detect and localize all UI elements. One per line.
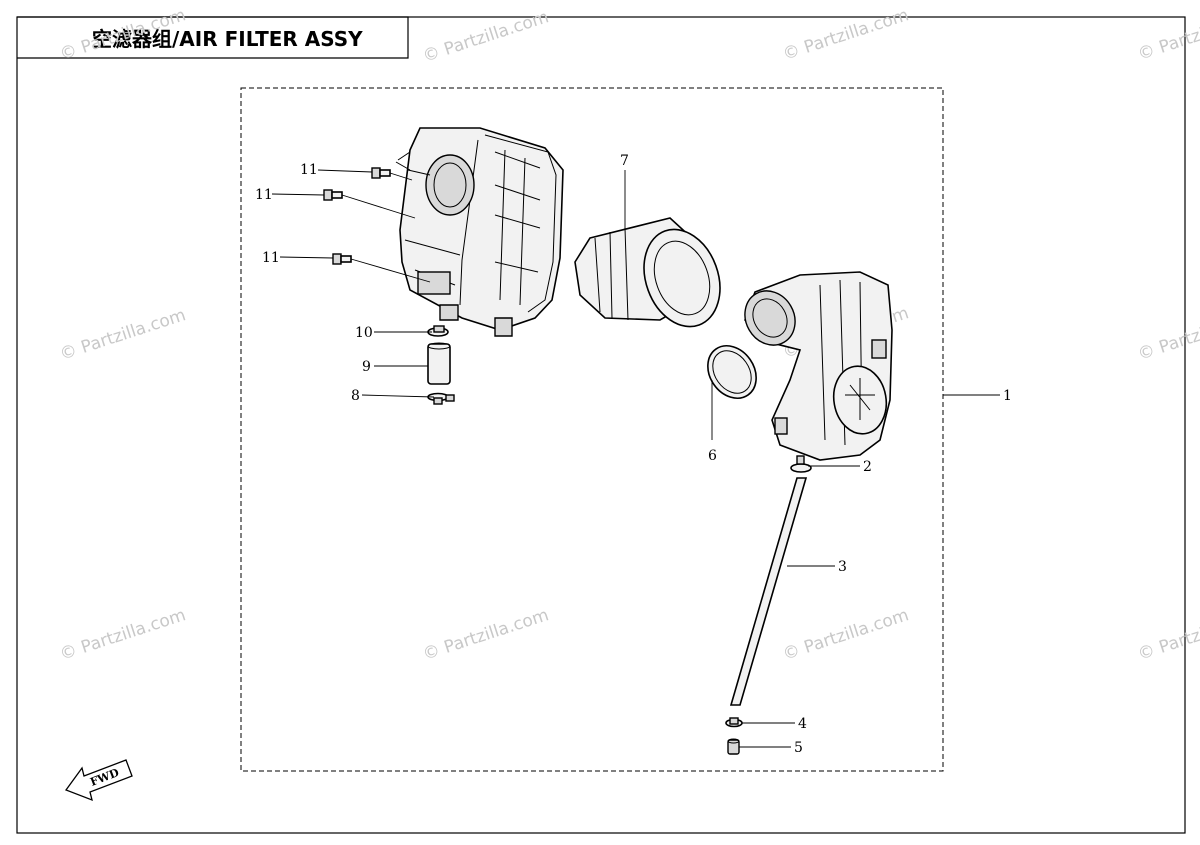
title-box: 空滤器组/AIR FILTER ASSY [17,16,409,59]
watermark: © Partzilla.com [1135,5,1200,65]
airbox-housing [744,271,893,461]
watermark: © Partzilla.com [420,605,551,665]
callout-8: 8 [351,388,360,404]
callout-4: 4 [798,716,807,732]
assembly-boundary [240,87,944,772]
watermark: © Partzilla.com [780,605,911,665]
callout-10: 10 [355,325,373,341]
bolt-11-bottom [332,253,431,283]
callout-6: 6 [708,448,717,464]
watermark: © Partzilla.com [57,305,188,365]
callout-5: 5 [794,740,803,756]
clamp-4 [725,717,743,728]
bolt-11-top [371,167,413,181]
diagram-title: 空滤器组/AIR FILTER ASSY [92,27,363,51]
callout-7: 7 [620,153,629,169]
callout-2: 2 [863,459,872,475]
callout-9: 9 [362,359,371,375]
fwd-arrow-icon: FWD [64,759,133,802]
seal-ring-6 [707,345,757,399]
watermark: © Partzilla.com [420,7,551,67]
callout-3: 3 [838,559,847,575]
callout-11: 11 [262,250,280,266]
watermark: © Partzilla.com [780,5,911,65]
callouts: 11 11 11 10 9 8 7 6 1 2 3 4 5 [255,153,1012,756]
drain-hose-9 [427,342,451,385]
bolt-11-middle [323,189,416,219]
breather-tube-3 [729,477,808,706]
watermarks: © Partzilla.com © Partzilla.com © Partzi… [57,5,1200,665]
watermark: © Partzilla.com [1135,305,1200,365]
filter-element-7 [574,217,721,328]
outer-frame [16,16,1186,834]
callout-11: 11 [300,162,318,178]
callout-1: 1 [1003,388,1012,404]
drain-plug-8 [427,392,455,405]
airbox-cover [395,127,564,337]
leader-lines [271,169,1000,748]
plug-5 [727,738,740,755]
callout-11: 11 [255,187,273,203]
watermark: © Partzilla.com [1135,605,1200,665]
clamp-2 [790,455,812,473]
watermark: © Partzilla.com [57,605,188,665]
drain-clamp-10 [427,325,449,337]
